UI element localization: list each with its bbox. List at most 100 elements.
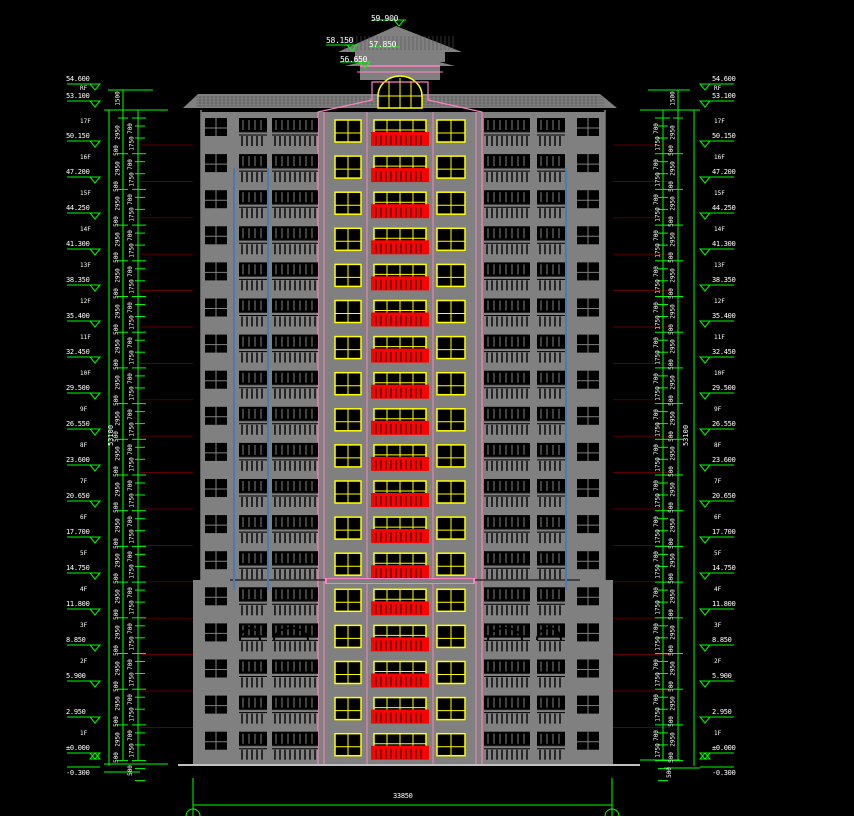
right-floor-label: 9F (714, 406, 722, 413)
right-elevation-label: 23.600 (712, 456, 736, 464)
dimension-segment-label: 500 (112, 680, 120, 692)
left-floor-label: 4F (80, 586, 88, 593)
left-elevation-label: 41.300 (66, 240, 90, 248)
dimension-segment-label: 2950 (114, 232, 122, 247)
dimension-segment-label: 500 (112, 609, 120, 621)
right-elevation-label: 38.350 (712, 276, 736, 284)
right-elevation-label: 11.800 (712, 600, 736, 608)
dimension-segment-label: 500 (112, 716, 120, 728)
dimension-segment-label: 1750 (654, 528, 662, 544)
dimension-segment-label: 2950 (669, 696, 677, 711)
dimension-segment-label: 2950 (114, 410, 122, 426)
left-elevation-label: ±0.000 (66, 744, 90, 752)
dimension-segment-label: 2950 (669, 232, 677, 247)
left-floor-label: 8F (80, 442, 88, 449)
dimension-segment-label: 2950 (669, 125, 677, 140)
dimension-segment-label: 1750 (654, 457, 662, 473)
right-elevation-label: 44.250 (712, 204, 736, 212)
right-elevation-label: 54.600 (712, 75, 736, 83)
dimension-segment-label: 500 (667, 680, 675, 692)
right-floor-label: 5F (714, 550, 722, 557)
dimension-segment-label: 2950 (669, 589, 677, 604)
dimension-segment-label: 1750 (654, 207, 662, 223)
right-floor-label: 14F (714, 226, 725, 233)
dimension-segment-label: 700 (126, 551, 134, 563)
dimension-segment-label: 500 (667, 323, 675, 335)
right-floor-label: 17F (714, 118, 725, 125)
dimension-segment-label: 1750 (654, 707, 662, 722)
left-floor-label: 6F (80, 514, 88, 521)
dimension-segment-label: 2950 (114, 160, 122, 176)
dimension-segment-label: 500 (667, 180, 675, 192)
dimension-segment-label: 700 (652, 194, 660, 206)
right-elevation-label: 47.200 (712, 168, 736, 176)
left-elevation-label: 32.450 (66, 348, 90, 356)
dimension-segment-label: 2950 (669, 517, 677, 533)
left-floor-label: 7F (80, 478, 88, 485)
right-floor-label: 2F (714, 658, 722, 665)
dimension-segment-label: 2950 (669, 410, 677, 426)
dimension-segment-label: 700 (126, 658, 134, 670)
right-elevation-label: 14.750 (712, 564, 736, 572)
dimension-segment-label: 700 (126, 694, 134, 706)
dimension-segment-label: 1750 (654, 564, 662, 580)
dimension-segment-label: 500 (667, 716, 675, 728)
left-floor-label: 11F (80, 334, 91, 341)
dimension-segment-label: 2950 (669, 625, 677, 640)
dimension-segment-label: 2950 (114, 589, 122, 604)
dimension-segment-label: 2950 (669, 660, 677, 676)
right-elevation-label: 53.100 (712, 92, 736, 100)
dimension-segment-label: 500 (112, 287, 120, 299)
dimension-segment-label: 700 (126, 444, 134, 456)
right-floor-label: 4F (714, 586, 722, 593)
dimension-segment-label: 1750 (128, 743, 136, 758)
left-elevation-label: 2.950 (66, 708, 86, 716)
left-elevation-label: 47.200 (66, 168, 90, 176)
dimension-segment-label: 1750 (128, 171, 136, 187)
dimension-segment-label: 1750 (654, 743, 662, 758)
dimension-segment-label: 1750 (128, 457, 136, 473)
dimension-segment-label: 1750 (128, 350, 136, 365)
dimension-segment-label: 1750 (654, 386, 662, 401)
left-elevation-label: 29.500 (66, 384, 90, 392)
dimension-segment-label: 1750 (128, 671, 136, 687)
dimension-segment-label: 1750 (128, 528, 136, 544)
right-elevation-label: 2.950 (712, 708, 732, 716)
right-elevation-label: 50.150 (712, 132, 736, 140)
dimension-segment-label: 700 (126, 337, 134, 349)
total-height-dimension-right: 53100 (682, 424, 691, 447)
roof-eave-elevation: 58.150 (326, 36, 354, 45)
left-floor-label: 3F (80, 622, 88, 629)
dimension-segment-label: 1750 (654, 636, 662, 651)
dimension-segment-label: 1750 (128, 636, 136, 651)
left-floor-label: 16F (80, 154, 91, 161)
dimension-segment-label: 2950 (114, 125, 122, 140)
dimension-segment-label: 500 (667, 466, 675, 478)
left-elevation-label: 11.800 (66, 600, 90, 608)
dimension-segment-label: 2950 (669, 303, 677, 319)
left-floor-label: 14F (80, 226, 91, 233)
left-floor-label: 2F (80, 658, 88, 665)
dimension-segment-label: 500 (112, 430, 120, 442)
dimension-segment-label: 500 (112, 466, 120, 478)
right-elevation-label: 41.300 (712, 240, 736, 248)
dimension-segment-label: 2950 (669, 160, 677, 176)
dimension-segment-label: 500 (112, 394, 120, 406)
dimension-segment-label: 2950 (669, 375, 677, 390)
right-floor-label: 11F (714, 334, 725, 341)
dimension-segment-label: 1750 (128, 707, 136, 722)
dimension-segment-label: 2950 (114, 303, 122, 319)
dimension-segment-label: 1750 (128, 207, 136, 223)
left-floor-label: 17F (80, 118, 91, 125)
dimension-segment-label: 1750 (654, 279, 662, 294)
dimension-segment-label: 2950 (114, 375, 122, 390)
left-floor-label: RF (80, 85, 88, 92)
dimension-segment-label: 700 (652, 408, 660, 420)
dimension-segment-label: 500 (126, 765, 134, 776)
right-elevation-label: ±0.000 (712, 744, 736, 752)
right-elevation-label: 5.900 (712, 672, 732, 680)
dimension-segment-label: 700 (652, 444, 660, 456)
dimension-segment-label: 2950 (669, 268, 677, 283)
dimension-segment-label: 1750 (654, 421, 662, 437)
dimension-segment-label: 700 (126, 123, 134, 134)
